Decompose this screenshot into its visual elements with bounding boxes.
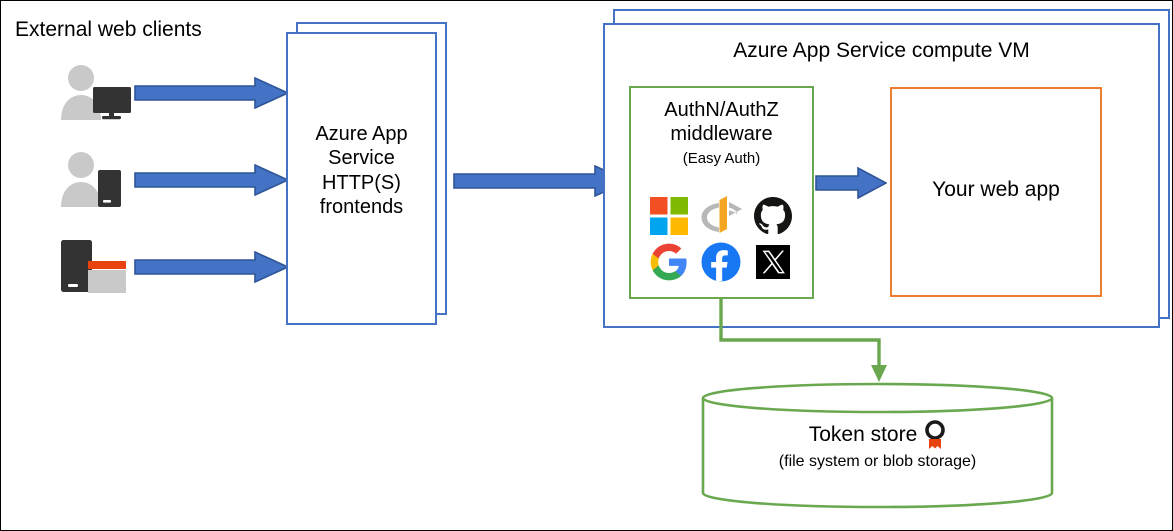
google-icon[interactable] — [649, 242, 689, 282]
authn-authz-middleware-box: AuthN/AuthZ middleware (Easy Auth) — [629, 86, 814, 299]
client-icon-mobile-and-tablet-devices — [61, 240, 127, 294]
your-web-app-label: Your web app — [932, 178, 1060, 201]
facebook-icon[interactable] — [701, 242, 741, 282]
frontends-label-line-2: Service — [328, 147, 395, 170]
middleware-label-line-2: middleware — [670, 123, 773, 146]
openid-connect-icon[interactable] — [699, 196, 743, 236]
token-store-cylinder: Token store (file system or blob storage… — [701, 382, 1054, 514]
token-store-subtitle: (file system or blob storage) — [778, 453, 977, 470]
frontends-label-line-3: HTTP(S) — [322, 171, 401, 194]
frontends-label-line-1: Azure App — [315, 123, 408, 145]
vm-box-title: Azure App Service compute VM — [733, 39, 1030, 62]
frontends-label-line-4: frontends — [319, 196, 404, 219]
arrow-middleware-to-webapp — [815, 166, 888, 200]
token-store-title: Token store — [808, 423, 918, 447]
arrow-client-1-to-frontends — [134, 76, 290, 110]
medal-token-icon — [924, 420, 946, 450]
middleware-label-line-1: AuthN/AuthZ — [664, 99, 779, 121]
external-web-clients-heading: External web clients — [15, 18, 202, 41]
x-twitter-icon[interactable] — [756, 245, 790, 279]
middleware-subtitle: (Easy Auth) — [682, 149, 761, 167]
microsoft-icon[interactable] — [650, 197, 688, 235]
arrow-client-3-to-frontends — [134, 250, 290, 284]
connector-middleware-to-token-store — [701, 297, 901, 392]
arrow-client-2-to-frontends — [134, 163, 290, 197]
identity-provider-icon-grid — [643, 193, 799, 285]
your-web-app-box: Your web app — [890, 87, 1102, 297]
github-icon[interactable] — [753, 196, 793, 236]
frontends-box: Azure App Service HTTP(S) frontends — [286, 32, 437, 325]
client-icon-user-with-desktop-monitor — [57, 64, 135, 120]
client-icon-user-with-tower-pc — [57, 151, 127, 207]
